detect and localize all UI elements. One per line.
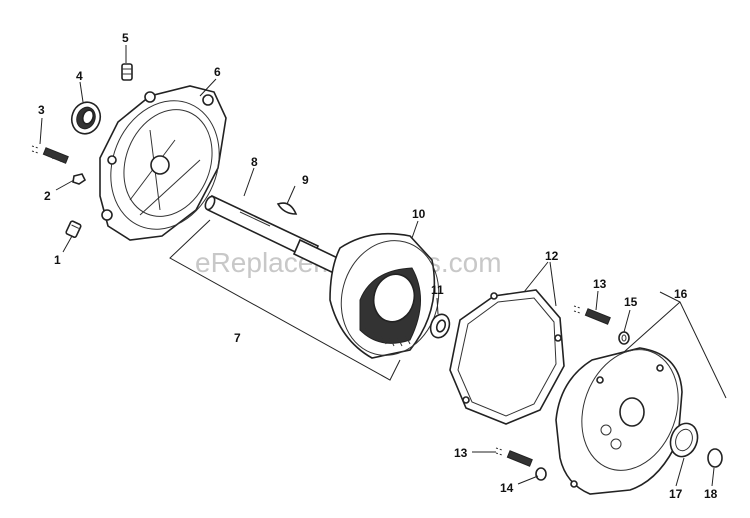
part-13-stud-lower[interactable]: [495, 447, 533, 467]
label-17: 17: [669, 487, 683, 501]
label-13-lower: 13: [454, 446, 468, 460]
part-16-gear-cover[interactable]: [555, 336, 694, 495]
label-7: 7: [234, 331, 241, 345]
part-3-stud[interactable]: [31, 145, 69, 164]
leader-lines: [39, 45, 727, 487]
part-2-nut[interactable]: [72, 173, 87, 185]
label-18: 18: [704, 487, 718, 501]
label-10: 10: [412, 207, 426, 221]
label-8: 8: [251, 155, 258, 169]
part-14-nut[interactable]: [535, 467, 547, 481]
part-4-oil-seal[interactable]: [67, 98, 104, 138]
label-1: 1: [54, 253, 61, 267]
part-6-gear-housing[interactable]: [92, 84, 238, 245]
part-17-oil-seal[interactable]: [666, 420, 702, 461]
label-11: 11: [431, 283, 444, 297]
label-3: 3: [38, 103, 45, 117]
part-13-stud-upper[interactable]: [573, 305, 611, 325]
label-13-upper: 13: [593, 277, 607, 291]
label-14: 14: [500, 481, 514, 495]
part-11-washer[interactable]: [427, 312, 452, 341]
label-12: 12: [545, 249, 559, 263]
part-10-ring-gear[interactable]: [329, 230, 452, 367]
label-15: 15: [624, 295, 638, 309]
label-6: 6: [214, 65, 221, 79]
part-12-gaskets[interactable]: [449, 289, 565, 425]
label-5: 5: [122, 31, 129, 45]
part-1-plug[interactable]: [65, 220, 82, 239]
part-7-assembly-bracket: [169, 219, 401, 381]
part-15-nut[interactable]: [618, 331, 630, 345]
label-16: 16: [674, 287, 688, 301]
part-18-plug[interactable]: [707, 448, 723, 468]
part-5-plug[interactable]: [121, 63, 133, 81]
label-2: 2: [44, 189, 51, 203]
part-9-key[interactable]: [276, 202, 298, 215]
label-9: 9: [302, 173, 309, 187]
callout-labels: 1 2 3 4 5 6 7 8 9 10 11 12 13 13 14 15 1…: [38, 31, 718, 501]
label-4: 4: [76, 69, 83, 83]
